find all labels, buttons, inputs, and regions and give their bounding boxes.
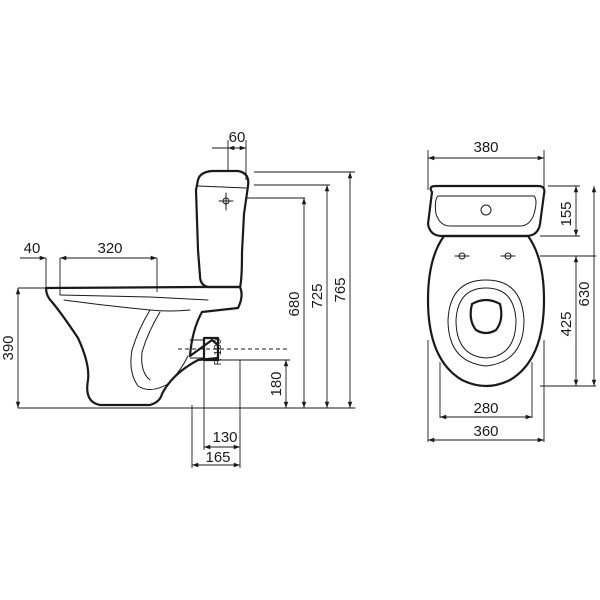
tank-top-outline bbox=[426, 184, 546, 238]
top-view: 380 155 630 425 280 360 bbox=[426, 139, 597, 443]
dim-label-725: 725 bbox=[309, 283, 326, 308]
flush-button-top bbox=[480, 204, 492, 216]
dim-label-155: 155 bbox=[558, 201, 575, 226]
dim-label-165: 165 bbox=[205, 449, 230, 466]
trap-curve bbox=[130, 309, 189, 390]
dim-label-380: 380 bbox=[473, 139, 498, 156]
dim-label-390: 390 bbox=[0, 335, 17, 360]
dim-label-280: 280 bbox=[473, 400, 498, 417]
dim-label-130: 130 bbox=[212, 429, 237, 446]
dim-label-180: 180 bbox=[268, 371, 285, 396]
dim-label-425: 425 bbox=[558, 311, 575, 336]
cistern-lid-line bbox=[197, 185, 247, 189]
bowl-top-outline bbox=[426, 234, 546, 388]
cistern-outline bbox=[194, 169, 250, 289]
outlet-pipe bbox=[202, 336, 220, 362]
dim-label-320: 320 bbox=[97, 240, 122, 257]
side-view: 60 40 320 390 680 725 765 R 100 180 130 … bbox=[0, 129, 356, 468]
dim-label-765: 765 bbox=[332, 277, 349, 302]
dim-label-360: 360 bbox=[473, 423, 498, 440]
dim-label-40: 40 bbox=[24, 240, 41, 257]
dim-label-630: 630 bbox=[576, 281, 593, 306]
dim-label-radius: R 100 bbox=[213, 338, 224, 365]
dim-label-60: 60 bbox=[229, 129, 246, 146]
bowl-outline bbox=[44, 285, 243, 407]
seat-line bbox=[59, 294, 209, 301]
bowl-opening bbox=[469, 298, 503, 335]
dim-label-680: 680 bbox=[286, 291, 303, 316]
seat-top-outline bbox=[447, 279, 525, 367]
